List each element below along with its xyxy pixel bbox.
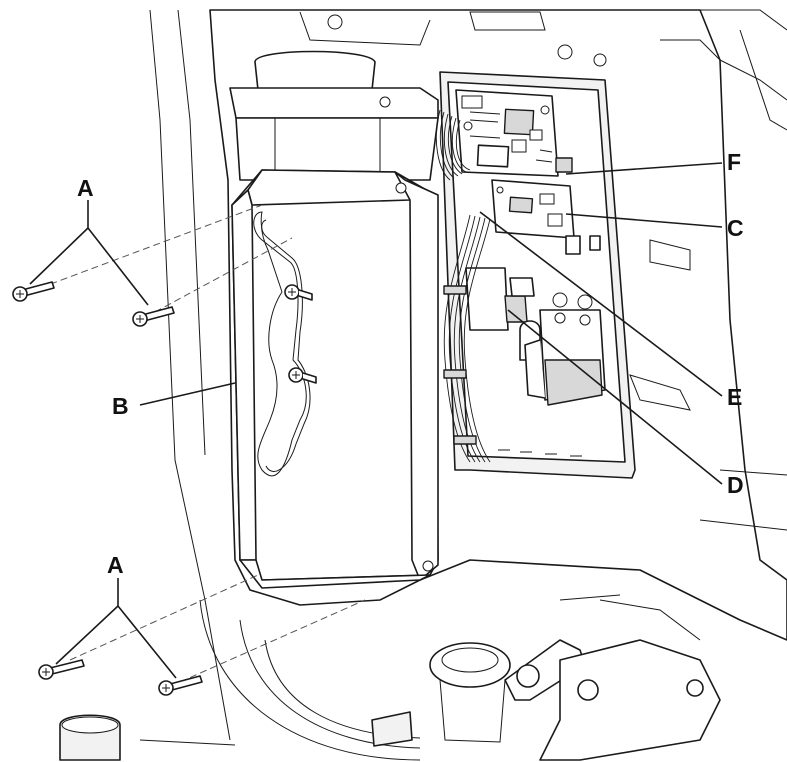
electrical-panel <box>435 71 636 479</box>
cover-b <box>231 169 439 589</box>
leader-a-bottom <box>55 578 177 679</box>
wheel-assembly <box>59 594 721 761</box>
callout-e: E <box>727 384 742 410</box>
leader-b <box>139 382 236 406</box>
screws-a-top <box>12 204 293 327</box>
leader-lines <box>29 162 723 679</box>
upper-tank <box>229 50 439 181</box>
relay-d <box>465 267 509 331</box>
callout-b: B <box>112 393 129 419</box>
leader-d <box>507 309 723 485</box>
callout-a-top: A <box>77 175 94 201</box>
leader-f <box>565 162 723 175</box>
screws-a-bottom <box>38 574 366 696</box>
leader-a-top <box>29 200 149 306</box>
leader-c <box>565 213 723 228</box>
screw-a-bottom-right <box>158 675 203 696</box>
screw-a-top-right <box>132 306 175 327</box>
leader-e <box>479 211 723 397</box>
callout-f: F <box>727 149 741 175</box>
connector-f <box>555 157 573 173</box>
screw-a-bottom-left <box>38 659 85 680</box>
callout-a-bottom: A <box>107 552 124 578</box>
callout-c: C <box>727 215 744 241</box>
callout-d: D <box>727 472 744 498</box>
callout-labels: A A B C F E D <box>77 149 744 578</box>
circuit-board-c <box>491 179 575 239</box>
screw-a-top-left <box>12 281 55 302</box>
